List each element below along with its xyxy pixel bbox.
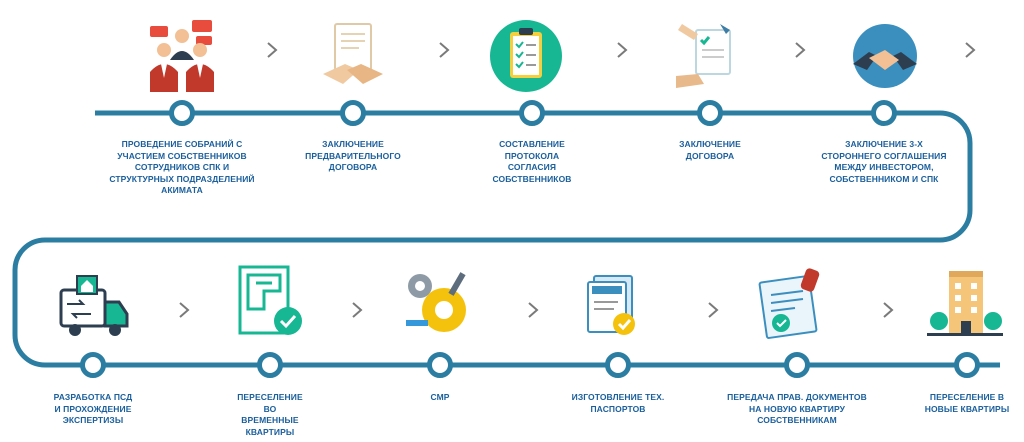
gears-tools-icon [402, 268, 478, 344]
step-node-2 [340, 100, 366, 126]
checklist-clipboard-icon [488, 18, 564, 94]
chevron-right-icon [352, 302, 363, 318]
new-building-icon [927, 265, 1003, 341]
step-node-4 [697, 100, 723, 126]
step-label-8: СМР [430, 392, 450, 402]
chevron-right-icon [795, 42, 806, 58]
moving-truck-icon [55, 268, 131, 344]
step-label-1: Проведение собраний с участием собственн… [109, 139, 255, 195]
chevron-right-icon [965, 42, 976, 58]
chevron-right-icon [267, 42, 278, 58]
step-label-2: Заключение предварительного договора [305, 139, 401, 172]
step-node-1 [169, 100, 195, 126]
step-node-5 [871, 100, 897, 126]
hands-contract-icon [672, 18, 748, 94]
step-node-8 [427, 352, 453, 378]
step-node-9 [605, 352, 631, 378]
step-label-5: Заключение 3-х стороннего соглашения меж… [821, 139, 947, 184]
step-label-6: Разработка ПСД и прохождение экспертизы [53, 392, 133, 425]
chevron-right-icon [708, 302, 719, 318]
step-label-3: Составление протокола согласия собственн… [492, 139, 572, 184]
chevron-right-icon [883, 302, 894, 318]
meeting-people-icon [144, 18, 220, 94]
passport-documents-icon [574, 268, 650, 344]
step-label-7: Переселение во временные квартиры [237, 392, 303, 437]
handshake-document-icon [315, 18, 391, 94]
step-label-10: Передача прав. документов на новую кварт… [727, 392, 867, 425]
chevron-right-icon [617, 42, 628, 58]
chevron-right-icon [179, 302, 190, 318]
step-label-9: Изготовление тех. паспортов [571, 392, 665, 414]
step-label-4: Заключение договора [679, 139, 741, 161]
step-label-11: Переселение в новые квартиры [924, 392, 1010, 414]
chevron-right-icon [439, 42, 450, 58]
step-node-10 [784, 352, 810, 378]
floor-plan-check-icon [232, 265, 308, 341]
step-node-7 [257, 352, 283, 378]
chevron-right-icon [528, 302, 539, 318]
step-node-6 [80, 352, 106, 378]
step-node-11 [954, 352, 980, 378]
certificate-stamp-icon [755, 265, 831, 341]
step-node-3 [519, 100, 545, 126]
handshake-circle-icon [847, 18, 923, 94]
